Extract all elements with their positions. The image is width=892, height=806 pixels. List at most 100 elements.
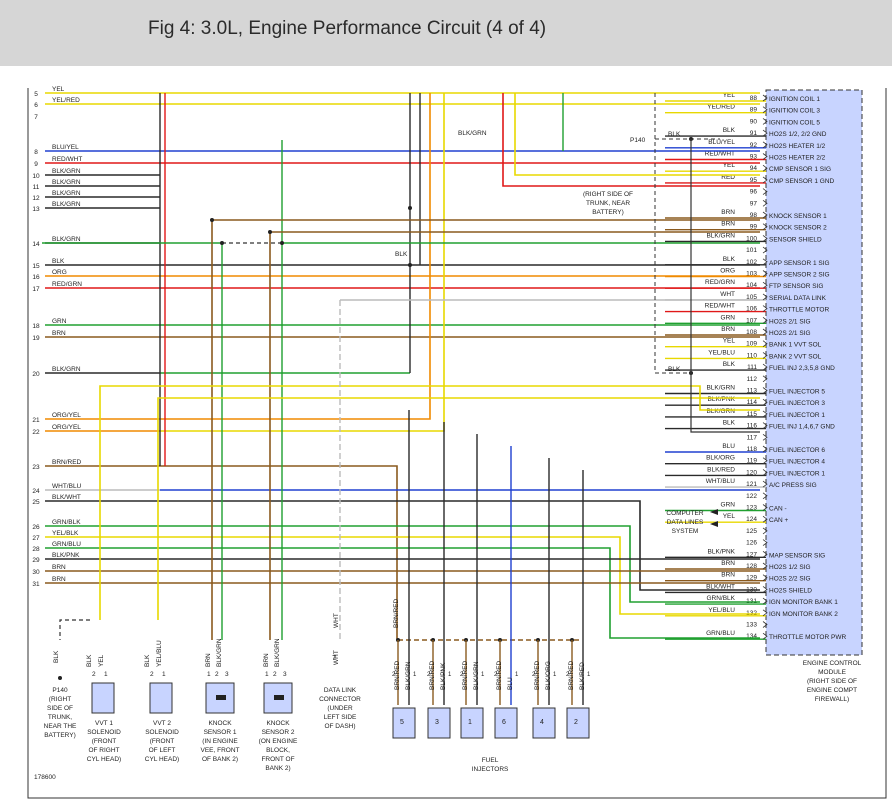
- ecm-pin-wire-label: BLK/RED: [707, 466, 735, 473]
- fuel-injector-number: 6: [502, 719, 506, 726]
- route-wire: [160, 93, 431, 420]
- ecm-pin-arrow: [762, 328, 768, 336]
- p140-component-label: TRUNK,: [48, 714, 72, 721]
- figure-id: 178600: [34, 774, 56, 781]
- left-wire-number: 8: [34, 149, 38, 156]
- pin-number: 2: [392, 672, 396, 678]
- ecm-pin-number: 133: [746, 622, 757, 629]
- ecm-pin-number: 113: [747, 388, 758, 395]
- ecm-label: ENGINE CONTROL: [803, 660, 862, 667]
- ecm-pin-name: KNOCK SENSOR 1: [769, 213, 827, 220]
- ecm-pin-arrow: [762, 550, 768, 558]
- pin-number: 1: [207, 671, 211, 678]
- p140-component-label: SIDE OF: [47, 705, 73, 712]
- left-wire-number: 20: [32, 371, 40, 378]
- p140-component-label: P140: [52, 687, 68, 694]
- ecm-pin-wire-label: BRN: [721, 572, 735, 579]
- ecm-pin-wire-label: GRN: [721, 502, 736, 509]
- ecm-pin-wire-label: BRN: [721, 221, 735, 228]
- ecm-pin-arrow: [762, 293, 768, 301]
- ecm-pin-number: 92: [750, 142, 758, 149]
- vvt1-label: VVT 1: [95, 720, 113, 727]
- left-wire-label: YEL: [52, 86, 65, 93]
- left-wire-number: 13: [32, 206, 40, 213]
- ecm-pin-name: THROTTLE MOTOR PWR: [769, 634, 846, 641]
- ecm-pin-wire-label: YEL: [723, 338, 736, 345]
- injector-wire-label: BRN/RED: [568, 660, 575, 690]
- ecm-pin-name: IGNITION COIL 5: [769, 119, 820, 126]
- figure-header: Fig 4: 3.0L, Engine Performance Circuit …: [0, 0, 892, 66]
- dlc-label: CONNECTOR: [319, 696, 361, 703]
- left-wire-number: 21: [32, 417, 40, 424]
- vvt2-label: (FRONT: [150, 738, 175, 745]
- computer-data-lines-label: DATA LINES: [667, 519, 704, 526]
- injector-wire-label: BLK/PNK: [440, 662, 447, 690]
- fuel-injector-connector: [566, 707, 590, 739]
- ecm-pin-arrow: [762, 118, 768, 125]
- ecm-label: MODULE: [818, 669, 846, 676]
- pin-number: 2: [566, 672, 570, 678]
- left-wire-label: BLK: [52, 258, 65, 265]
- left-wire-number: 23: [32, 464, 40, 471]
- ecm-pin-number: 111: [747, 364, 757, 371]
- ecm-pin-wire-label: BLK/WHT: [706, 583, 735, 590]
- ecm-pin-number: 91: [750, 130, 758, 137]
- ecm-box: [765, 89, 863, 656]
- ecm-pin-wire-label: BLK: [723, 361, 736, 368]
- ecm-pin-arrow: [762, 586, 768, 593]
- knock-sensor-2-label: FRONT OF: [261, 756, 294, 763]
- dlc-label: DATA LINK: [324, 687, 357, 694]
- splice: [210, 218, 214, 222]
- vvt2-connector: [149, 682, 173, 714]
- ecm-pin-wire-label: RED/GRN: [705, 279, 735, 286]
- ecm-pin-arrow: [762, 223, 768, 231]
- splice: [280, 241, 284, 245]
- knock-sensor-2-label: (ON ENGINE: [259, 738, 298, 745]
- ecm-pin-name: MAP SENSOR SIG: [769, 552, 825, 559]
- ecm-pin-number: 118: [747, 446, 758, 453]
- ecm-pin-arrow: [762, 387, 768, 394]
- left-wire-label: BRN: [52, 564, 66, 571]
- pin-number: 1: [515, 672, 519, 678]
- ecm-pin-wire-label: YEL/BLU: [708, 607, 735, 614]
- ecm-pin-wire-label: WHT: [720, 291, 735, 298]
- ecm-pin-name: APP SENSOR 2 SIG: [769, 272, 830, 279]
- ecm-pin-name: HO2S 2/2 SIG: [769, 576, 811, 583]
- left-wire-label: BLK/GRN: [52, 190, 81, 197]
- ecm-pin-wire-label: BLK/GRN: [706, 385, 735, 392]
- ecm-pin-number: 110: [747, 352, 758, 359]
- diagram-border: [27, 88, 887, 799]
- ecm-pin-number: 98: [750, 212, 758, 219]
- ecm-pin-arrow: [762, 609, 768, 617]
- ecm-pin-name: FUEL INJ 2,3,5,8 GND: [769, 365, 835, 372]
- p140-wire-label: BLK: [53, 650, 60, 663]
- ecm-pin-name: HO2S HEATER 2/2: [769, 155, 826, 162]
- ecm-pin-name: HO2S 2/1 SIG: [769, 318, 811, 325]
- left-wire-label: BLK/PNK: [52, 552, 80, 559]
- vvt2-label: SOLENOID: [145, 729, 179, 736]
- ecm-pin-name: FTP SENSOR SIG: [769, 283, 823, 290]
- ecm-pin-number: 95: [750, 177, 758, 184]
- wire-label: BRN: [263, 653, 270, 667]
- ecm-pin-number: 122: [746, 493, 757, 500]
- ecm-pin-wire-label: YEL: [723, 513, 736, 520]
- ecm-pin-name: BANK 1 VVT SOL: [769, 342, 822, 349]
- ecm-pin-arrow: [762, 164, 768, 172]
- ecm-pin-wire-label: BLK: [723, 420, 736, 427]
- route-wire: [160, 465, 398, 640]
- pin-number: 2: [150, 671, 154, 678]
- ecm-pin-wire-label: BLK/ORG: [706, 455, 735, 462]
- ecm-pin-arrow: [762, 305, 768, 312]
- left-wire-label: BLU/YEL: [52, 144, 79, 151]
- ecm-pin-name: FUEL INJECTOR 5: [769, 389, 825, 396]
- ecm-pin-arrow: [762, 211, 768, 219]
- ecm-pin-number: 134: [746, 633, 757, 640]
- left-wire-label: GRN: [52, 318, 67, 325]
- left-wire-number: 31: [32, 581, 40, 588]
- left-wire-number: 30: [32, 569, 40, 576]
- knock-sensor-1-label: KNOCK: [208, 720, 232, 727]
- blk-label: BLK: [668, 131, 681, 138]
- vvt1-label: SOLENOID: [87, 729, 121, 736]
- left-wire-label: RED/WHT: [52, 156, 82, 163]
- knock-sensor-2-label: KNOCK: [266, 720, 290, 727]
